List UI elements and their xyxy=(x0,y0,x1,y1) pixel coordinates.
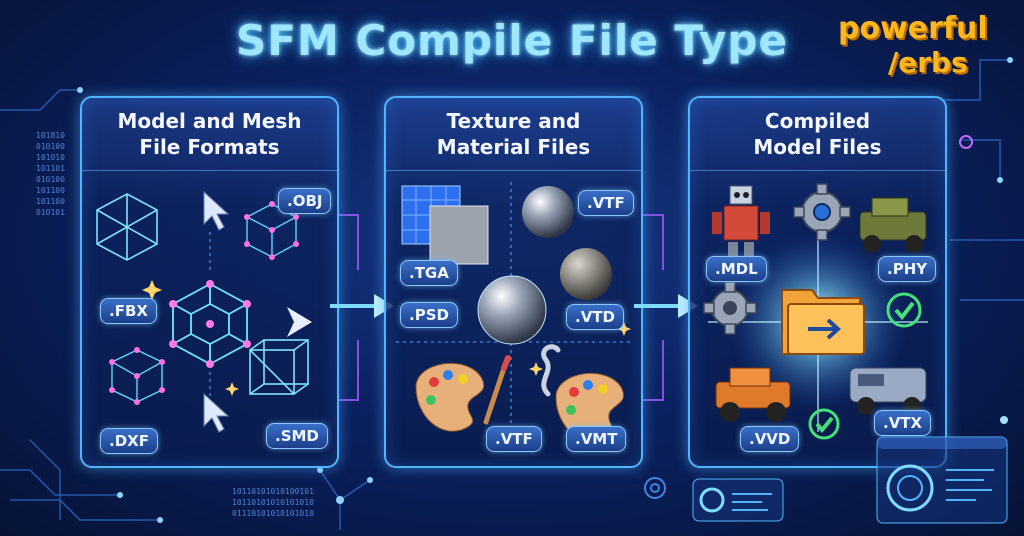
wireframe-icosahedron-icon xyxy=(96,193,158,261)
binary-column-left: 101810 010100 101010 101101 010100 10110… xyxy=(36,131,65,217)
panel-heading: Model and Mesh File Formats xyxy=(82,98,337,171)
panel-compiled-art xyxy=(703,183,928,440)
badge-fbx: .FBX xyxy=(100,298,157,324)
brand-logo: powerful /erbs xyxy=(836,10,1014,78)
badge-vtf: .VTF xyxy=(578,190,634,216)
folder-arrow-icon xyxy=(781,289,865,355)
badge-vvd: .VVD xyxy=(740,426,800,452)
panel-heading: Texture and Material Files xyxy=(386,98,641,171)
badge-mdl: .MDL xyxy=(706,256,767,282)
badge-vtx: .VTX xyxy=(874,410,932,436)
paint-brush-icon xyxy=(483,355,511,425)
offroad-truck-icon xyxy=(715,367,791,422)
check-icon xyxy=(808,408,840,440)
van-icon xyxy=(849,367,927,415)
panel-heading: Compiled Model Files xyxy=(690,98,945,171)
jeep-icon xyxy=(859,197,927,253)
badge-tga: .TGA xyxy=(400,260,458,286)
hud-widget-large xyxy=(876,436,1008,524)
badge-smd: .SMD xyxy=(266,423,328,449)
panel-model-art xyxy=(96,190,312,433)
gear-icon xyxy=(793,183,851,241)
panel-texture-art xyxy=(396,182,631,442)
paint-palette-icon xyxy=(415,363,485,432)
cursor-icon xyxy=(203,190,230,231)
badge-obj: .OBJ xyxy=(278,188,332,214)
badge-vmt: .VMT xyxy=(566,426,627,452)
badge-phy: .PHY xyxy=(878,256,937,282)
chrome-sphere-icon xyxy=(522,186,574,238)
robot-icon xyxy=(712,185,770,260)
gear-icon xyxy=(703,281,757,335)
badge-dxf: .DXF xyxy=(100,428,158,454)
badge-psd: .PSD xyxy=(400,302,458,328)
logo-line-2: /erbs xyxy=(888,46,968,79)
stone-sphere-icon xyxy=(560,248,612,300)
check-icon xyxy=(886,292,922,328)
smoke-icon xyxy=(541,344,561,397)
logo-line-1: powerful xyxy=(838,11,988,46)
panel-compiled-model: Compiled Model Files xyxy=(688,96,947,468)
badge-vtd: .VTD xyxy=(566,304,624,330)
metal-sphere-icon xyxy=(477,275,547,345)
binary-row-bottom: 10110101010100101 10110101010101010 0111… xyxy=(232,487,314,518)
paint-palette-icon xyxy=(555,373,624,442)
arrow-pointer-icon xyxy=(287,307,312,337)
page-title: SFM Compile File Type xyxy=(236,16,788,65)
panel-texture-material: Texture and Material Files xyxy=(384,96,643,468)
badge-vtf-2: .VTF xyxy=(486,426,542,452)
panel-model-mesh: Model and Mesh File Formats xyxy=(80,96,339,468)
cursor-icon xyxy=(203,392,230,433)
texture-tiles-icon xyxy=(401,185,489,265)
wireframe-cube-icon xyxy=(249,339,309,395)
hud-widget-small xyxy=(692,478,784,522)
